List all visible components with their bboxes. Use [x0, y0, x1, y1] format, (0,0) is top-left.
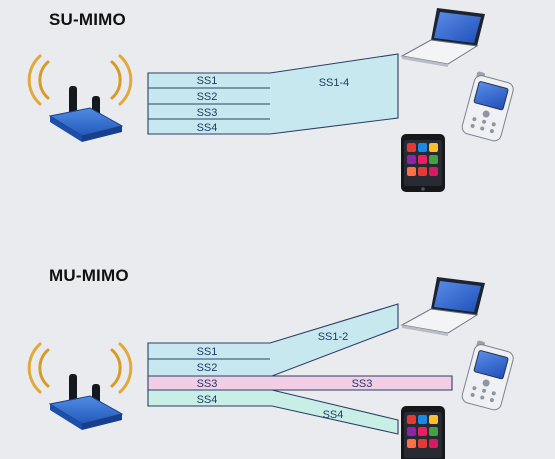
su-stream-label: SS1 [197, 75, 218, 87]
su-combined-label: SS1-4 [319, 77, 350, 89]
su-stream-label: SS3 [197, 107, 218, 119]
mu-mimo-section: SS1 SS2 SS3 SS4 SS1-2 SS3 SS4 [27, 277, 514, 459]
mu-stream-label: SS3 [197, 378, 218, 390]
wifi-router-icon [27, 342, 133, 430]
mu-stream-label: SS4 [197, 394, 218, 406]
mu-stream-label: SS1 [197, 346, 218, 358]
pda-phone-icon [461, 71, 514, 142]
mu-mobile-label: SS4 [323, 409, 344, 421]
laptop-icon [400, 8, 485, 67]
mu-laptop-label: SS1-2 [318, 331, 349, 343]
mu-phone-label: SS3 [352, 378, 373, 390]
mu-mobile-beam [147, 389, 399, 435]
su-mimo-section: SS1 SS2 SS3 SS4 SS1-4 [27, 8, 514, 192]
su-combined-beam [147, 53, 399, 135]
mu-stream-label: SS2 [197, 362, 218, 374]
su-stream-label: SS4 [197, 122, 218, 134]
su-stream-label: SS2 [197, 91, 218, 103]
mu-mimo-title: MU-MIMO [49, 266, 129, 285]
laptop-icon [400, 277, 485, 336]
wifi-router-icon [27, 54, 133, 142]
mu-laptop-beam [147, 303, 399, 377]
smartphone-icon [401, 406, 445, 459]
su-mimo-title: SU-MIMO [49, 10, 126, 29]
pda-phone-icon [461, 340, 514, 411]
mu-phone-beam [147, 375, 453, 391]
smartphone-icon [401, 134, 445, 192]
